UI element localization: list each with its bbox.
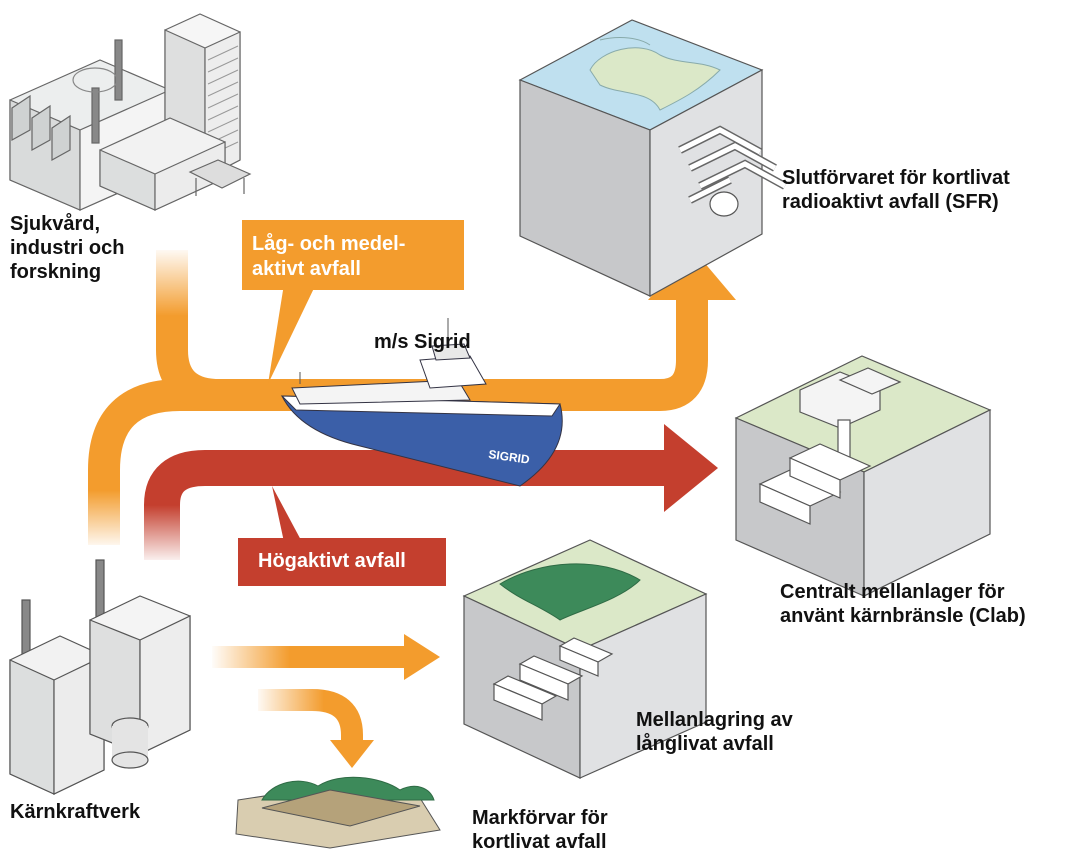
intermediate-storage-illustration (462, 539, 708, 779)
sfr-label: Slutförvaret för kortlivat radioaktivt a… (782, 166, 1010, 214)
high-level-callout-text: Högaktivt avfall (258, 550, 406, 572)
ship-name-label: m/s Sigrid (374, 331, 471, 353)
hospital-label-line-1: Sjukvård, (10, 213, 101, 235)
ship-sigrid-illustration: SIGRID (280, 318, 563, 487)
hospital-industry-label: Sjukvård, industri och forskning (10, 212, 124, 284)
hospital-industry-buildings-illustration (9, 13, 252, 211)
clab-label: Centralt mellanlager för använt kärnbrän… (780, 580, 1026, 628)
intermediate-label-line-1: Mellanlagring av (636, 709, 793, 731)
low-mid-level-callout-box (242, 220, 464, 384)
low-mid-level-line-1: Låg- och medel- (252, 233, 406, 255)
ground-label-line-2: kortlivat avfall (472, 831, 607, 853)
low-mid-level-line-2: aktivt avfall (252, 258, 361, 280)
ship-hull-name: SIGRID (488, 447, 531, 467)
clab-storage-illustration (734, 355, 992, 597)
nuclear-power-plant-illustration (9, 559, 191, 795)
hospital-label-line-3: forskning (10, 261, 102, 283)
ground-label-line-1: Markförvar för (472, 807, 608, 829)
intermediate-label-line-2: långlivat avfall (636, 733, 774, 755)
ground-repository-label: Markförvar för kortlivat avfall (472, 806, 608, 854)
sfr-label-line-2: radioaktivt avfall (SFR) (782, 191, 999, 213)
ground-repository-flow-arrow (254, 686, 374, 768)
sfr-label-line-1: Slutförvaret för kortlivat (782, 167, 1010, 189)
intermediate-storage-label: Mellanlagring av långlivat avfall (636, 708, 793, 756)
high-level-flow-arrow (140, 424, 718, 565)
ground-repository-illustration (235, 776, 441, 849)
sfr-repository-illustration (518, 19, 787, 298)
intermediate-storage-flow-arrow (210, 634, 440, 680)
hospital-label-line-2: industri och (10, 237, 125, 259)
clab-label-line-2: använt kärnbränsle (Clab) (780, 605, 1026, 627)
low-mid-level-flow-arrow (84, 246, 736, 550)
clab-label-line-1: Centralt mellanlager för (780, 581, 1005, 603)
nuclear-plant-label: Kärnkraftverk (10, 801, 141, 823)
high-level-callout-box (238, 486, 446, 586)
low-mid-level-callout-text: Låg- och medel- aktivt avfall (252, 232, 405, 282)
